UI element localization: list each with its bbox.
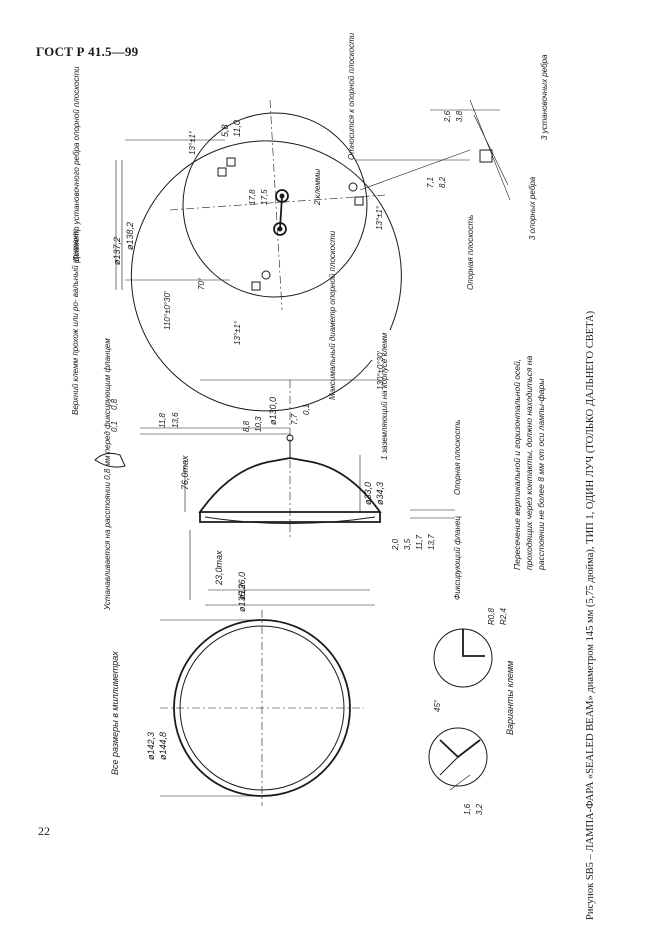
angle-13a: 13°±1°: [188, 130, 197, 155]
dim-117: 11,7: [415, 534, 424, 550]
lens-dome: [198, 457, 382, 513]
dim-r24: R2,4: [499, 608, 508, 625]
dim-16: 1,6: [463, 803, 472, 815]
label-plane: Относится к опорной плоскости: [347, 32, 356, 160]
document-header: ГОСТ Р 41.5—99: [36, 44, 139, 59]
dim-26: 2,6: [443, 110, 452, 123]
dim-1360: ø136,0: [237, 572, 247, 600]
note-line-1: Пересечение вертикальной и горизонтально…: [512, 359, 522, 570]
dim-136: 13,6: [171, 412, 180, 428]
flange: [204, 516, 376, 524]
label-mounted: Устанавливается на расстоянии 0,8 мм пер…: [103, 338, 112, 611]
dim-118: 11,8: [158, 412, 167, 428]
lug-5: [348, 182, 358, 192]
center-line-v: [269, 99, 283, 311]
dim-178: 17,8: [248, 189, 257, 205]
terminal-detail: [94, 452, 126, 468]
inner-circle: [182, 112, 368, 298]
dim-1300: ø130,0: [268, 397, 278, 425]
outer-rim-arc: [130, 140, 379, 412]
dim-08: 0,8: [110, 398, 119, 410]
detail-corner-1: [462, 629, 485, 657]
dim-58: 5,8: [220, 124, 230, 137]
detail-corner-2: [439, 739, 481, 759]
dim-330: ø33,0: [363, 482, 373, 505]
dim-76max: 76,0max: [180, 455, 190, 490]
center-line-h: [169, 194, 386, 211]
dim-38: 3,8: [455, 110, 464, 122]
dim-d2: ø138,2: [125, 222, 135, 250]
note-line-2: проходящих через контакты, должно находи…: [524, 356, 534, 570]
angle-130: 130°±0°30': [376, 351, 385, 390]
label-ref-diameter: Диаметр установочного ребра опорной плос…: [72, 66, 81, 263]
label-top-terminal: Верхний клемм прохож или ро- вальный кон…: [71, 229, 80, 415]
angle-13b: 13°±1°: [375, 205, 384, 230]
page-number: 22: [38, 824, 50, 838]
dim-r08: R0,8: [487, 608, 496, 625]
dim-1352: ø135,2: [237, 584, 247, 612]
lens-base: [199, 512, 381, 523]
dim-max-diam: Максимальный диаметр опорной плоскости: [328, 230, 337, 400]
dim-01b: 0,1: [302, 404, 311, 415]
label-fix-flange: Фиксирующий фланец: [453, 516, 462, 600]
front-outer-circle: [173, 619, 351, 797]
dim-1448: ø144,8: [158, 732, 168, 760]
angle-110: 110°±0°30': [163, 291, 172, 330]
top-view: ø137,2 ø138,2 Диаметр установочного ребр…: [72, 32, 549, 412]
angle-45: 45°: [433, 699, 442, 712]
rib-detail: [479, 149, 493, 163]
dim-35: 3,5: [403, 538, 412, 550]
dim-343: ø34,3: [375, 482, 385, 505]
outer-rim-arc-2: [377, 199, 402, 331]
label-3-mount-ribs: 3 установочных ребра: [540, 54, 549, 140]
dim-110: 11,0: [232, 120, 242, 137]
lug-6: [261, 270, 271, 280]
dim-175: 17,5: [260, 189, 269, 205]
dim-88: 8,8: [242, 420, 251, 432]
lug-1: [217, 167, 227, 177]
dim-103: 10,3: [254, 416, 263, 432]
dim-230max: 23,0max: [214, 550, 224, 586]
side-view: Верхний клемм прохож или ро- вальный кон…: [71, 229, 462, 612]
label-variants: Варианты клемм: [505, 661, 515, 735]
terminal-details: R0,8 R2,4 Варианты клемм 45° 1,6 3,2: [428, 608, 515, 815]
dim-1423: ø142,3: [146, 732, 156, 760]
front-view: ø142,3 ø144,8 Все размеры в миллиметрах: [110, 610, 364, 806]
dim-137: 13,7: [427, 534, 436, 550]
dim-77: 7,7: [290, 413, 299, 425]
dim-01: 0,1: [110, 421, 119, 432]
detail-circle-2: [428, 727, 488, 787]
label-support-plane: Опорная плоскость: [466, 215, 475, 290]
figure-caption: Рисунок SB5 – ЛАМПА-ФАРА «SEALED BEAM» д…: [585, 310, 596, 920]
dim-32: 3,2: [475, 803, 484, 815]
label-2-contacts: 2 клеммы: [313, 169, 322, 206]
note-line-3: расстоянии не более 8 мм от оси лампы-фа…: [536, 378, 546, 571]
label-1-terminal: 1 заземляющий на корпусе клемм: [380, 332, 389, 460]
lug-4: [251, 281, 261, 291]
angle-70: 70°: [197, 277, 206, 290]
lug-2: [226, 157, 236, 167]
dim-20: 2,0: [391, 538, 400, 551]
dim-82: 8,2: [438, 176, 447, 188]
dim-d1: ø137,2: [112, 237, 122, 265]
label-all-dims: Все размеры в миллиметрах: [110, 651, 120, 775]
contacts-note: Пересечение вертикальной и горизонтально…: [512, 356, 546, 571]
label-3-ribs: 3 опорных ребра: [528, 176, 537, 240]
label-support: Опорная плоскость: [453, 420, 462, 495]
angle-13c: 13°±1°: [233, 320, 242, 345]
dim-71: 7,1: [426, 177, 435, 188]
lug-3: [354, 196, 364, 206]
